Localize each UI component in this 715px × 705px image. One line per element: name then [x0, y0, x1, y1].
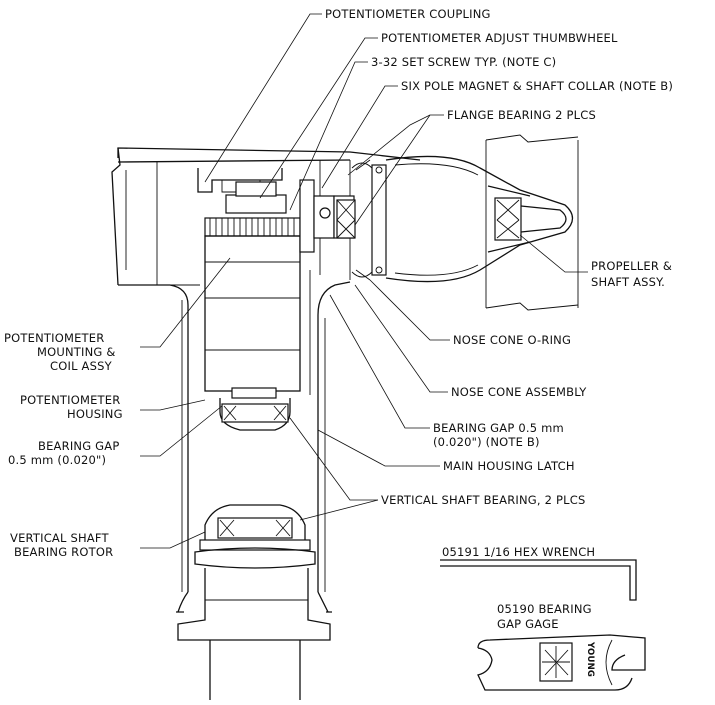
label-pot-housing-line1: POTENTIOMETER [20, 393, 120, 407]
label-hex-wrench: 05191 1/16 HEX WRENCH [442, 545, 595, 559]
horizontal-shaft [336, 159, 387, 281]
label-vert-bearing: VERTICAL SHAFT BEARING, 2 PLCS [381, 493, 585, 507]
label-young-logo: YOUNG [585, 641, 595, 677]
label-pot-mount-line2: MOUNTING & [37, 345, 116, 359]
label-rotor-line2: BEARING ROTOR [14, 545, 113, 559]
label-propeller-line1: PROPELLER & [591, 259, 672, 273]
label-pot-mount-line3: COIL ASSY [50, 359, 113, 373]
label-bearing-gap-left-line2: 0.5 mm (0.020") [8, 453, 106, 467]
label-pot-thumbwheel: POTENTIOMETER ADJUST THUMBWHEEL [381, 31, 618, 45]
label-bearing-gap-right-line2: (0.020") (NOTE B) [433, 435, 540, 449]
label-magnet-collar: SIX POLE MAGNET & SHAFT COLLAR (NOTE B) [401, 79, 673, 93]
callout-labels: POTENTIOMETER COUPLING POTENTIOMETER ADJ… [4, 7, 673, 677]
label-set-screw: 3-32 SET SCREW TYP. (NOTE C) [371, 55, 556, 69]
label-housing-latch: MAIN HOUSING LATCH [443, 459, 575, 473]
label-gage-line1: 05190 BEARING [497, 602, 592, 616]
nose-cone [385, 134, 579, 311]
label-bearing-gap-right-line1: BEARING GAP 0.5 mm [433, 421, 564, 435]
main-housing [111, 147, 421, 613]
label-bearing-gap-left-line1: BEARING GAP [38, 439, 120, 453]
potentiometer-assembly [197, 168, 355, 399]
hex-wrench [440, 559, 637, 601]
label-flange-bearing: FLANGE BEARING 2 PLCS [447, 108, 596, 122]
label-gage-line2: GAP GAGE [497, 617, 559, 631]
label-nose-assembly: NOSE CONE ASSEMBLY [451, 385, 587, 399]
gap-gage [477, 634, 646, 691]
label-propeller-line2: SHAFT ASSY. [591, 275, 665, 289]
vertical-shaft [177, 398, 331, 700]
leader-lines [140, 13, 588, 549]
gear-teeth [209, 218, 295, 236]
label-pot-housing-line2: HOUSING [67, 407, 123, 421]
label-pot-coupling: POTENTIOMETER COUPLING [325, 7, 491, 21]
label-nose-oring: NOSE CONE O-RING [453, 333, 571, 347]
label-rotor-line1: VERTICAL SHAFT [10, 531, 109, 545]
label-pot-mount-line1: POTENTIOMETER [4, 331, 104, 345]
